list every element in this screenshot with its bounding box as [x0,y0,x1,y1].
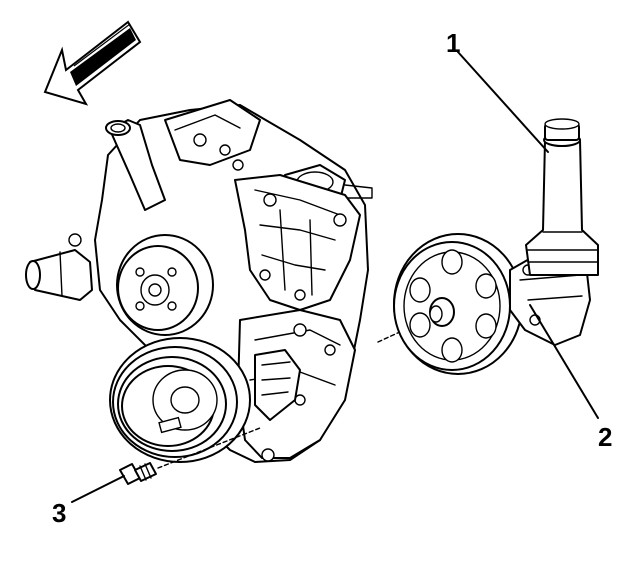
callout-2-label: 2 [598,422,612,452]
engine-assembly [25,99,373,463]
crankshaft-balancer [109,337,251,463]
power-steering-pump-pulley [393,233,523,375]
callout-1-label: 1 [446,28,460,58]
callout-3-label: 3 [52,498,66,528]
power-steering-pump [509,118,599,346]
callout-3-leader [71,475,125,503]
water-pump-pulley [116,234,214,336]
mounting-bolt [119,462,157,485]
front-direction-arrow-icon [43,20,142,106]
callout-2-leader [529,304,599,419]
callout-1-leader [457,51,549,153]
